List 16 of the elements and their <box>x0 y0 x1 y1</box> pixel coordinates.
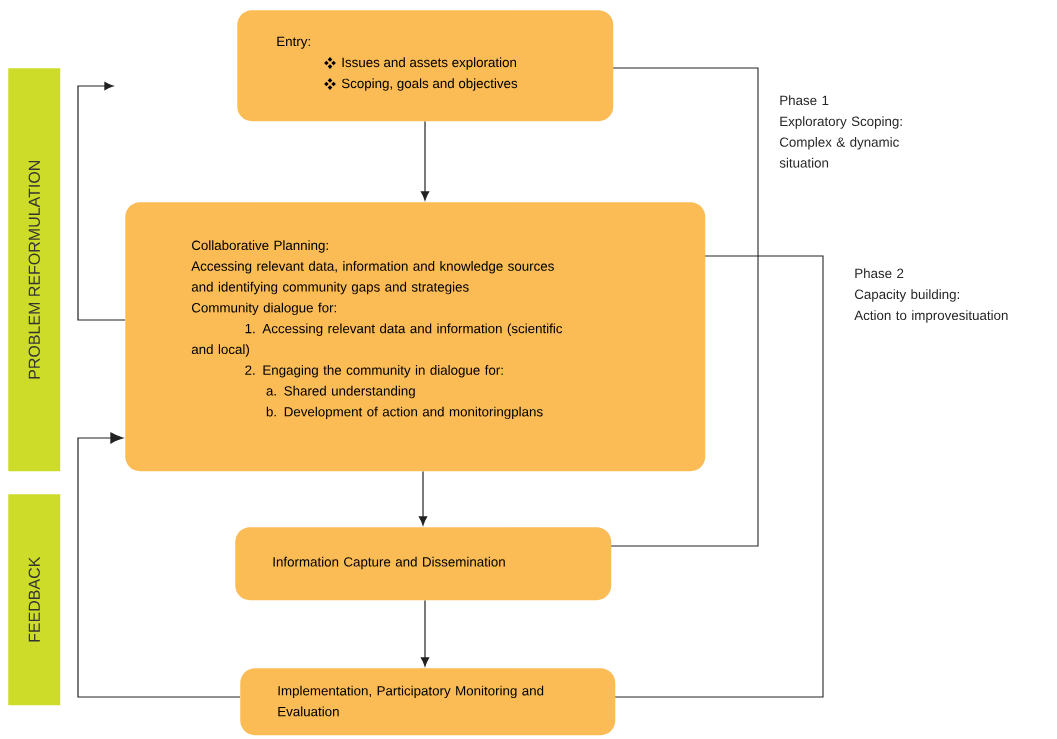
process-box: Collaborative Planning: Accessing relevant data, information and knowledge sources and identifying community gaps and strategies Community dialogue for: 1. Accessing relevant data and information (scientific and local) 2. Engaging the community in dialogue for: a. Shared understanding b. Development of action and monitoringplans <box>125 202 706 472</box>
process-box: Implementation, Participatory Monitoring and Evaluation <box>240 668 616 736</box>
side-band: PROBLEM REFORMULATION <box>8 68 61 472</box>
phase-label: Action to improvesituation <box>854 310 1008 323</box>
phase-label: Phase 2 <box>855 268 904 279</box>
phase-label: Exploratory Scoping: Complex & dynamic situation <box>779 116 902 168</box>
arrow <box>420 120 430 201</box>
arrow <box>77 432 241 698</box>
phase-label: Capacity building: <box>854 289 959 302</box>
arrow <box>77 81 126 321</box>
phase-label: Phase 1 <box>780 95 829 106</box>
arrow <box>418 470 428 526</box>
process-box: Information Capture and Dissemination <box>235 527 612 601</box>
arrow <box>420 599 430 667</box>
process-box: Entry: Issues and assets exploration Scoping, goals and objectives <box>237 10 614 122</box>
side-band: FEEDBACK <box>8 494 61 706</box>
